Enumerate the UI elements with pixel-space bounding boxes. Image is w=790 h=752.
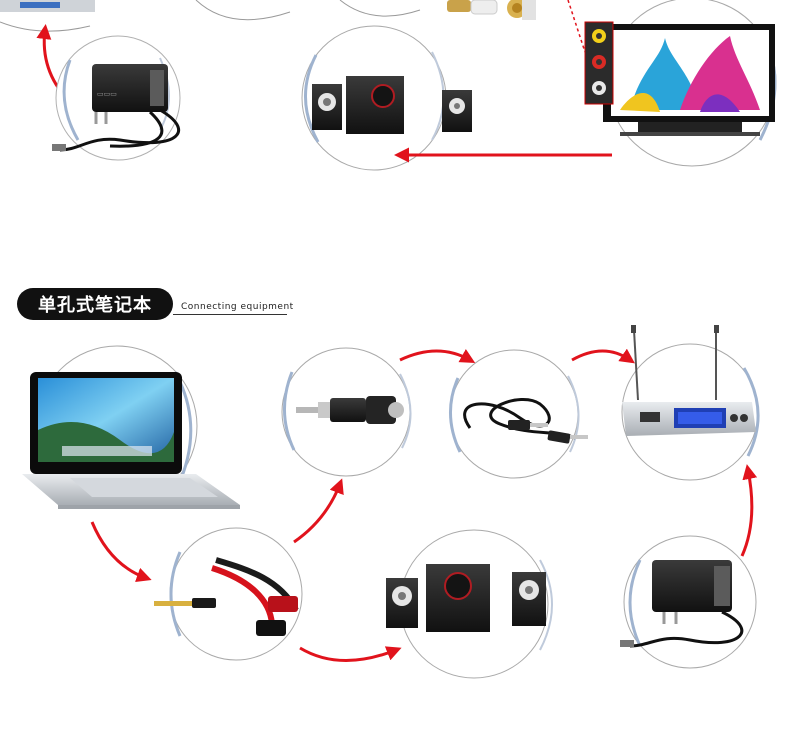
- rca-plug-icon: [447, 0, 536, 20]
- arrow-charger-to-receiver: [740, 464, 758, 557]
- splitter-group: [154, 527, 303, 661]
- top-ring-2: [195, 0, 291, 21]
- audio-cable-group: [448, 349, 588, 479]
- arrow-adapter-to-cable: [399, 349, 476, 363]
- arrow-splitter-to-speakers: [299, 646, 402, 662]
- jack-adapter-group: [281, 347, 412, 477]
- top-tv-group: [584, 0, 777, 167]
- laptop-group: [22, 345, 240, 509]
- svg-text:▭▭▭: ▭▭▭: [97, 90, 117, 98]
- charger-group: [620, 535, 757, 669]
- rca-dotted-connector: [567, 0, 586, 53]
- arrow-laptop-to-splitter: [90, 521, 152, 582]
- section-subtitle: Connecting equipment: [181, 302, 294, 312]
- top-charger-group: ▭▭▭: [52, 35, 181, 161]
- top-section: ▭▭▭: [0, 0, 777, 171]
- top-speakers-group: [301, 25, 472, 171]
- section-title-badge: 单孔式笔记本: [17, 288, 173, 320]
- arrow-splitter-to-adapter: [293, 478, 344, 544]
- speakers-group: [386, 529, 553, 679]
- arrow-cable-to-receiver: [571, 348, 635, 364]
- top-left-ring: [0, 0, 95, 32]
- bottom-section: [22, 325, 760, 679]
- subtitle-underline: [173, 314, 287, 315]
- receiver-group: [621, 325, 760, 481]
- top-ring-3: [339, 0, 421, 17]
